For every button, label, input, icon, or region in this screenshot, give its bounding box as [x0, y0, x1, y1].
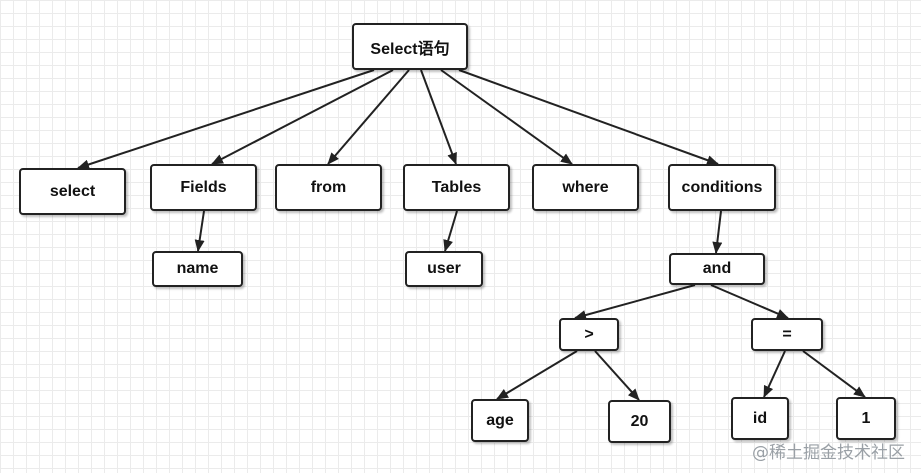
edge-root-where	[440, 69, 573, 165]
edge-fields-name	[194, 210, 205, 252]
edge-eq-id	[763, 350, 786, 398]
node-equals: =	[751, 318, 823, 351]
node-root: Select语句	[352, 23, 468, 70]
edge-root-fields	[211, 69, 394, 165]
edge-root-from	[327, 69, 410, 165]
edge-root-conditions	[458, 69, 719, 165]
watermark: @稀土掘金技术社区	[752, 443, 905, 463]
edge-gt-age	[496, 350, 578, 400]
node-from: from	[275, 164, 382, 211]
edge-root-tables	[420, 69, 457, 165]
node-fields: Fields	[150, 164, 257, 211]
node-user: user	[405, 251, 483, 287]
node-1: 1	[836, 397, 896, 440]
edge-root-select	[77, 69, 375, 170]
edge-eq-1	[802, 350, 866, 398]
edge-and-gt	[574, 284, 696, 320]
edge-tables-user	[443, 210, 458, 252]
node-select: select	[19, 168, 126, 215]
edge-conditions-and	[712, 210, 723, 254]
node-20: 20	[608, 400, 671, 443]
node-tables: Tables	[403, 164, 510, 211]
node-name: name	[152, 251, 243, 287]
edge-gt-20	[594, 350, 640, 401]
node-age: age	[471, 399, 529, 442]
edge-and-eq	[710, 284, 789, 319]
node-greater-than: >	[559, 318, 619, 351]
node-id: id	[731, 397, 789, 440]
node-and: and	[669, 253, 765, 285]
node-where: where	[532, 164, 639, 211]
node-conditions: conditions	[668, 164, 776, 211]
